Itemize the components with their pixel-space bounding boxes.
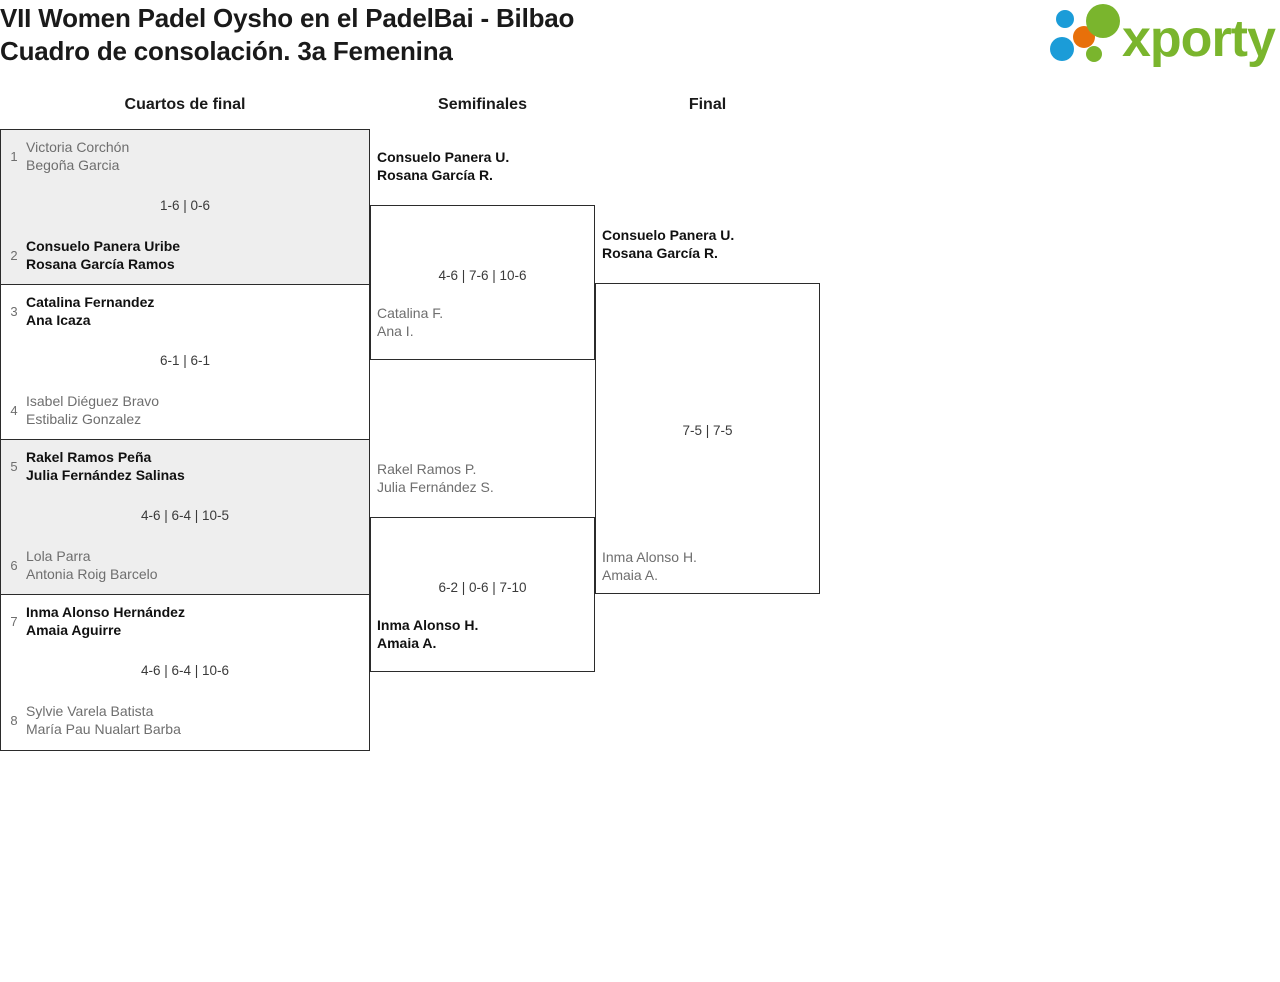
quarterfinal-match-1[interactable]: 1 Victoria Corchón Begoña Garcia 1-6 | 0… (1, 130, 369, 285)
seed-number: 3 (10, 304, 18, 319)
semifinal-match-2[interactable]: 6-2 | 0-6 | 7-10 (370, 517, 595, 672)
team-names: Inma Alonso Hernández Amaia Aguirre (26, 603, 363, 639)
seed-number: 8 (10, 713, 18, 728)
player-name-2: Amaia A. (602, 567, 659, 583)
column-header-quarterfinals: Cuartos de final (124, 96, 246, 113)
match-slot-top[interactable]: 3 Catalina Fernandez Ana Icaza (1, 293, 369, 333)
player-name-1: Inma Alonso Hernández (26, 604, 185, 620)
team-names: Consuelo Panera Uribe Rosana García Ramo… (26, 237, 363, 273)
column-header-final: Final (688, 96, 727, 113)
match-slot-bottom[interactable]: 6 Lola Parra Antonia Roig Barcelo (1, 547, 369, 587)
match-slot-bottom[interactable]: 8 Sylvie Varela Batista María Pau Nualar… (1, 702, 369, 742)
player-name-2: Amaia Aguirre (26, 622, 122, 638)
player-name-2: Estibaliz Gonzalez (26, 411, 142, 427)
team-names: Isabel Diéguez Bravo Estibaliz Gonzalez (26, 392, 363, 428)
player-name-2: María Pau Nualart Barba (26, 721, 181, 737)
logo-dot-green-large (1086, 4, 1120, 38)
match-score: 4-6 | 6-4 | 10-5 (140, 508, 230, 523)
team-names: Lola Parra Antonia Roig Barcelo (26, 547, 363, 583)
xporty-logo-svg: xporty (1050, 4, 1276, 68)
match-score: 6-1 | 6-1 (159, 353, 211, 368)
player-name-1: Inma Alonso H. (377, 617, 479, 633)
player-name-2: Antonia Roig Barcelo (26, 566, 158, 582)
match-slot-top[interactable]: 7 Inma Alonso Hernández Amaia Aguirre (1, 603, 369, 643)
seed-number: 2 (10, 248, 18, 263)
player-name-1: Catalina Fernandez (26, 294, 155, 310)
quarterfinal-match-4[interactable]: 7 Inma Alonso Hernández Amaia Aguirre 4-… (1, 595, 369, 750)
team-names: Catalina Fernandez Ana Icaza (26, 293, 363, 329)
player-name-1: Victoria Corchón (26, 139, 130, 155)
seed-number: 4 (10, 403, 18, 418)
team-names: Rakel Ramos Peña Julia Fernández Salinas (26, 448, 363, 484)
player-name-1: Consuelo Panera Uribe (26, 238, 181, 254)
quarterfinals-column: 1 Victoria Corchón Begoña Garcia 1-6 | 0… (0, 129, 370, 751)
seed-number: 7 (10, 614, 18, 629)
quarterfinal-match-3[interactable]: 5 Rakel Ramos Peña Julia Fernández Salin… (1, 440, 369, 595)
match-score: 4-6 | 6-4 | 10-6 (140, 663, 230, 678)
match-score: 4-6 | 7-6 | 10-6 (438, 268, 527, 283)
logo-dot-blue-bottom (1050, 37, 1074, 61)
semifinal-match-1[interactable]: 4-6 | 7-6 | 10-6 (370, 205, 595, 360)
player-name-1: Consuelo Panera U. (377, 149, 510, 165)
player-name-1: Sylvie Varela Batista (26, 703, 154, 719)
tournament-bracket: 1 Victoria Corchón Begoña Garcia 1-6 | 0… (0, 129, 1280, 769)
final-team-bottom[interactable]: Inma Alonso H. Amaia A. (602, 548, 820, 584)
player-name-2: Ana Icaza (26, 312, 91, 328)
player-name-2: Rosana García Ramos (26, 256, 175, 272)
title-line-2: Cuadro de consolación. 3a Femenina (0, 36, 453, 66)
player-name-2: Julia Fernández Salinas (26, 467, 185, 483)
semifinal-1-team-bottom[interactable]: Catalina F. Ana I. (377, 304, 595, 340)
team-names: Victoria Corchón Begoña Garcia (26, 138, 363, 174)
player-name-1: Catalina F. (377, 305, 444, 321)
match-slot-bottom[interactable]: 4 Isabel Diéguez Bravo Estibaliz Gonzale… (1, 392, 369, 432)
player-name-1: Rakel Ramos P. (377, 461, 477, 477)
player-name-1: Isabel Diéguez Bravo (26, 393, 160, 409)
semifinal-2-team-top[interactable]: Rakel Ramos P. Julia Fernández S. (377, 460, 595, 496)
logo-wordmark: xporty (1122, 10, 1276, 68)
logo-dot-green-small (1086, 46, 1102, 62)
match-score: 6-2 | 0-6 | 7-10 (438, 580, 527, 595)
semifinal-2-team-bottom[interactable]: Inma Alonso H. Amaia A. (377, 616, 595, 652)
seed-number: 5 (10, 459, 18, 474)
team-names: Sylvie Varela Batista María Pau Nualart … (26, 702, 363, 738)
player-name-1: Lola Parra (26, 548, 91, 564)
column-header-semifinals: Semifinales (438, 96, 527, 113)
title-line-1: VII Women Padel Oysho en el PadelBai - B… (0, 3, 575, 33)
page-header: VII Women Padel Oysho en el PadelBai - B… (0, 0, 1280, 90)
page-title: VII Women Padel Oysho en el PadelBai - B… (0, 2, 574, 68)
match-slot-top[interactable]: 5 Rakel Ramos Peña Julia Fernández Salin… (1, 448, 369, 488)
seed-number: 6 (10, 558, 18, 573)
player-name-1: Consuelo Panera U. (602, 227, 735, 243)
xporty-logo[interactable]: xporty (1046, 4, 1276, 68)
match-slot-bottom[interactable]: 2 Consuelo Panera Uribe Rosana García Ra… (1, 237, 369, 277)
player-name-2: Rosana García R. (377, 167, 493, 183)
logo-dot-blue-top (1056, 10, 1074, 28)
logo-dot-orange (1073, 26, 1095, 48)
match-slot-top[interactable]: 1 Victoria Corchón Begoña Garcia (1, 138, 369, 178)
final-team-top[interactable]: Consuelo Panera U. Rosana García R. (602, 226, 820, 262)
match-score: 7-5 | 7-5 (682, 423, 733, 438)
player-name-2: Amaia A. (377, 635, 437, 651)
player-name-1: Inma Alonso H. (602, 549, 697, 565)
player-name-2: Rosana García R. (602, 245, 718, 261)
seed-number: 1 (10, 149, 18, 164)
match-score: 1-6 | 0-6 (159, 198, 211, 213)
player-name-2: Julia Fernández S. (377, 479, 494, 495)
semifinal-1-team-top[interactable]: Consuelo Panera U. Rosana García R. (377, 148, 595, 184)
player-name-2: Ana I. (377, 323, 414, 339)
player-name-2: Begoña Garcia (26, 157, 120, 173)
final-match[interactable]: 7-5 | 7-5 (595, 283, 820, 594)
player-name-1: Rakel Ramos Peña (26, 449, 152, 465)
quarterfinal-match-2[interactable]: 3 Catalina Fernandez Ana Icaza 6-1 | 6-1… (1, 285, 369, 440)
